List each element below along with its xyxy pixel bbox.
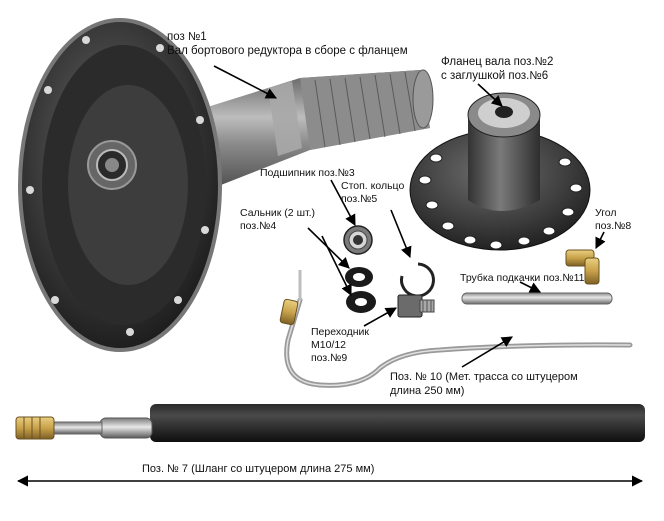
label-snap-ring-line2: поз.№5	[341, 193, 378, 205]
label-shaft: поз №1 Вал бортового редуктора в сборе с…	[167, 30, 408, 58]
label-metal-line-line2: длина 250 мм)	[390, 385, 465, 397]
leader-lines	[16, 65, 644, 487]
leader-elbow	[595, 231, 606, 250]
label-tube: Трубка подкачки поз.№11	[460, 272, 585, 285]
leader-flange	[477, 83, 503, 107]
label-adapter-line1: Переходник	[311, 326, 369, 338]
label-metal-line-line1: Поз. № 10 (Мет. трасса со штуцером	[390, 371, 578, 383]
label-shaft-line1: поз №1	[167, 31, 207, 43]
leader-adapter	[363, 307, 397, 327]
label-bearing: Подшипник поз.№3	[260, 167, 355, 180]
label-elbow-line1: Угол	[595, 207, 617, 219]
label-bearing-line1: Подшипник поз.№3	[260, 167, 355, 179]
seal-part-2	[346, 291, 376, 313]
label-flange-line2: с заглушкой поз.№6	[441, 70, 549, 82]
leader-metal-line	[461, 336, 513, 368]
hose-part	[15, 404, 645, 442]
inflation-tube-part	[461, 292, 613, 305]
leader-seal-2	[321, 235, 352, 297]
seal-part-1	[345, 267, 373, 287]
label-hose: Поз. № 7 (Шланг со штуцером длина 275 мм…	[142, 462, 374, 476]
metal-line-part	[279, 270, 633, 388]
label-seal-line2: поз.№4	[240, 220, 277, 232]
label-shaft-line2: Вал бортового редуктора в сборе с фланце…	[167, 45, 408, 57]
label-seal: Сальник (2 шт.) поз.№4	[240, 207, 315, 233]
leader-shaft	[213, 65, 277, 99]
leader-snap-ring	[390, 209, 412, 259]
snap-ring-part	[400, 262, 435, 298]
label-snap-ring: Стоп. кольцо поз.№5	[341, 180, 404, 206]
label-flange-line1: Фланец вала поз.№2	[441, 56, 554, 68]
label-elbow-line2: поз.№8	[595, 220, 632, 232]
label-adapter-line2: М10/12	[311, 339, 347, 351]
bearing-part	[343, 225, 373, 255]
adapter-part	[397, 294, 435, 318]
flange-part	[409, 92, 591, 251]
label-flange: Фланец вала поз.№2 с заглушкой поз.№6	[441, 55, 553, 83]
label-adapter-line3: поз.№9	[311, 352, 348, 364]
label-hose-line1: Поз. № 7 (Шланг со штуцером длина 275 мм…	[142, 463, 375, 475]
leader-tube	[519, 281, 542, 293]
label-seal-line1: Сальник (2 шт.)	[240, 207, 316, 219]
label-adapter: Переходник М10/12 поз.№9	[311, 326, 369, 365]
leader-bearing	[330, 179, 356, 226]
label-tube-line1: Трубка подкачки поз.№11	[460, 272, 585, 284]
label-elbow: Угол поз.№8	[595, 207, 631, 233]
elbow-part	[565, 249, 600, 285]
shaft-assembly	[18, 18, 434, 352]
label-metal-line: Поз. № 10 (Мет. трасса со штуцером длина…	[390, 370, 578, 398]
label-snap-ring-line1: Стоп. кольцо	[341, 180, 405, 192]
